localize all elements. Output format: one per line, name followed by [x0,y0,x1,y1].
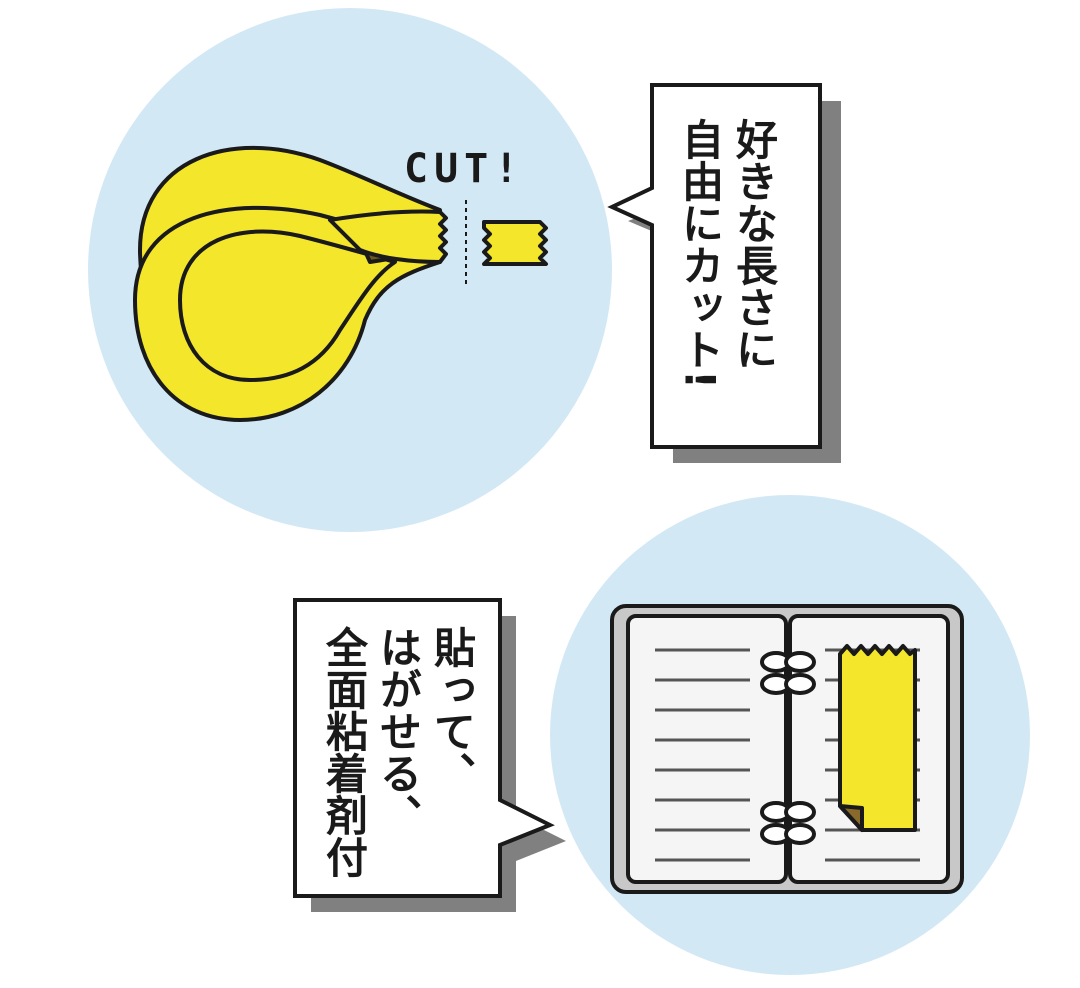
bottom-panel: 貼って、 はがせる、 全面粘着剤付 [293,495,1030,975]
cut-label: CUT! [404,146,524,192]
top-speech-bubble: 好きな長さに 自由にカット! [607,83,841,463]
bottom-speech-bubble: 貼って、 はがせる、 全面粘着剤付 [293,598,566,912]
top-bubble-column-1: 好きな長さに [730,118,779,370]
bottom-bubble-column-3: 全面粘着剤付 [320,625,369,878]
bottom-bubble-column-2: はがせる、 [374,626,423,836]
bottom-bubble-column-1: 貼って、 [428,626,477,794]
binder-rings-icon [760,651,816,845]
tape-roll-icon [133,145,448,422]
cut-tape-piece [482,220,548,266]
notebook-icon [610,604,964,894]
top-panel: CUT! 好きな長さに 自由にカット! [88,8,841,532]
top-bubble-column-2: 自由にカット! [676,118,725,389]
sticky-tape-note [838,644,917,832]
